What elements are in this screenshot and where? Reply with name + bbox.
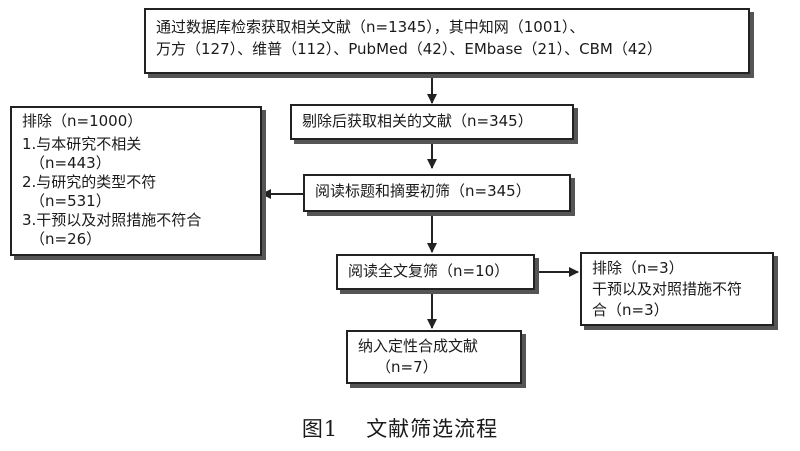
exclude-right-box: 排除（n=3） 干预以及对照措施不符 合（n=3）: [580, 252, 774, 326]
screen-box: 阅读标题和摘要初筛（n=345）: [303, 174, 571, 212]
final-line-1: 纳入定性合成文献: [358, 337, 479, 355]
final-line-2: （n=7）: [376, 358, 438, 376]
exclude-left-title: 排除（n=1000）: [22, 112, 143, 130]
exclude-right-line-1: 干预以及对照措施不符: [592, 280, 743, 298]
screen-text: 阅读标题和摘要初筛（n=345）: [315, 182, 531, 200]
exclude-left-item-2: 2.与研究的类型不符: [22, 173, 157, 191]
source-line-2: 万方（127）、维普（112）、PubMed（42）、EMbase（21）、CB…: [156, 40, 662, 58]
exclude-left-item-3-count: （n=26）: [30, 230, 102, 248]
source-box: 通过数据库检索获取相关文献（n=1345），其中知网（1001）、 万方（127…: [144, 8, 750, 74]
fulltext-box: 阅读全文复筛（n=10）: [336, 254, 535, 290]
exclude-right-title: 排除（n=3）: [592, 259, 684, 277]
figure-title: 文献筛选流程: [366, 417, 499, 441]
dedup-box: 剔除后获取相关的文献（n=345）: [290, 104, 574, 140]
fulltext-text: 阅读全文复筛（n=10）: [348, 262, 510, 280]
figure-caption: 图1 文献筛选流程: [0, 413, 800, 443]
figure-label: 图1: [301, 417, 339, 441]
source-line-1: 通过数据库检索获取相关文献（n=1345），其中知网（1001）、: [156, 18, 585, 36]
final-box: 纳入定性合成文献 （n=7）: [346, 330, 522, 384]
dedup-text: 剔除后获取相关的文献（n=345）: [302, 112, 533, 130]
exclude-left-item-3: 3.干预以及对照措施不符合: [22, 211, 202, 229]
exclude-right-line-2: 合（n=3）: [592, 301, 669, 319]
exclude-left-box: 排除（n=1000） 1.与本研究不相关 （n=443） 2.与研究的类型不符 …: [10, 106, 262, 256]
exclude-left-item-1-count: （n=443）: [30, 154, 111, 172]
exclude-left-item-2-count: （n=531）: [30, 192, 111, 210]
exclude-left-item-1: 1.与本研究不相关: [22, 135, 142, 153]
